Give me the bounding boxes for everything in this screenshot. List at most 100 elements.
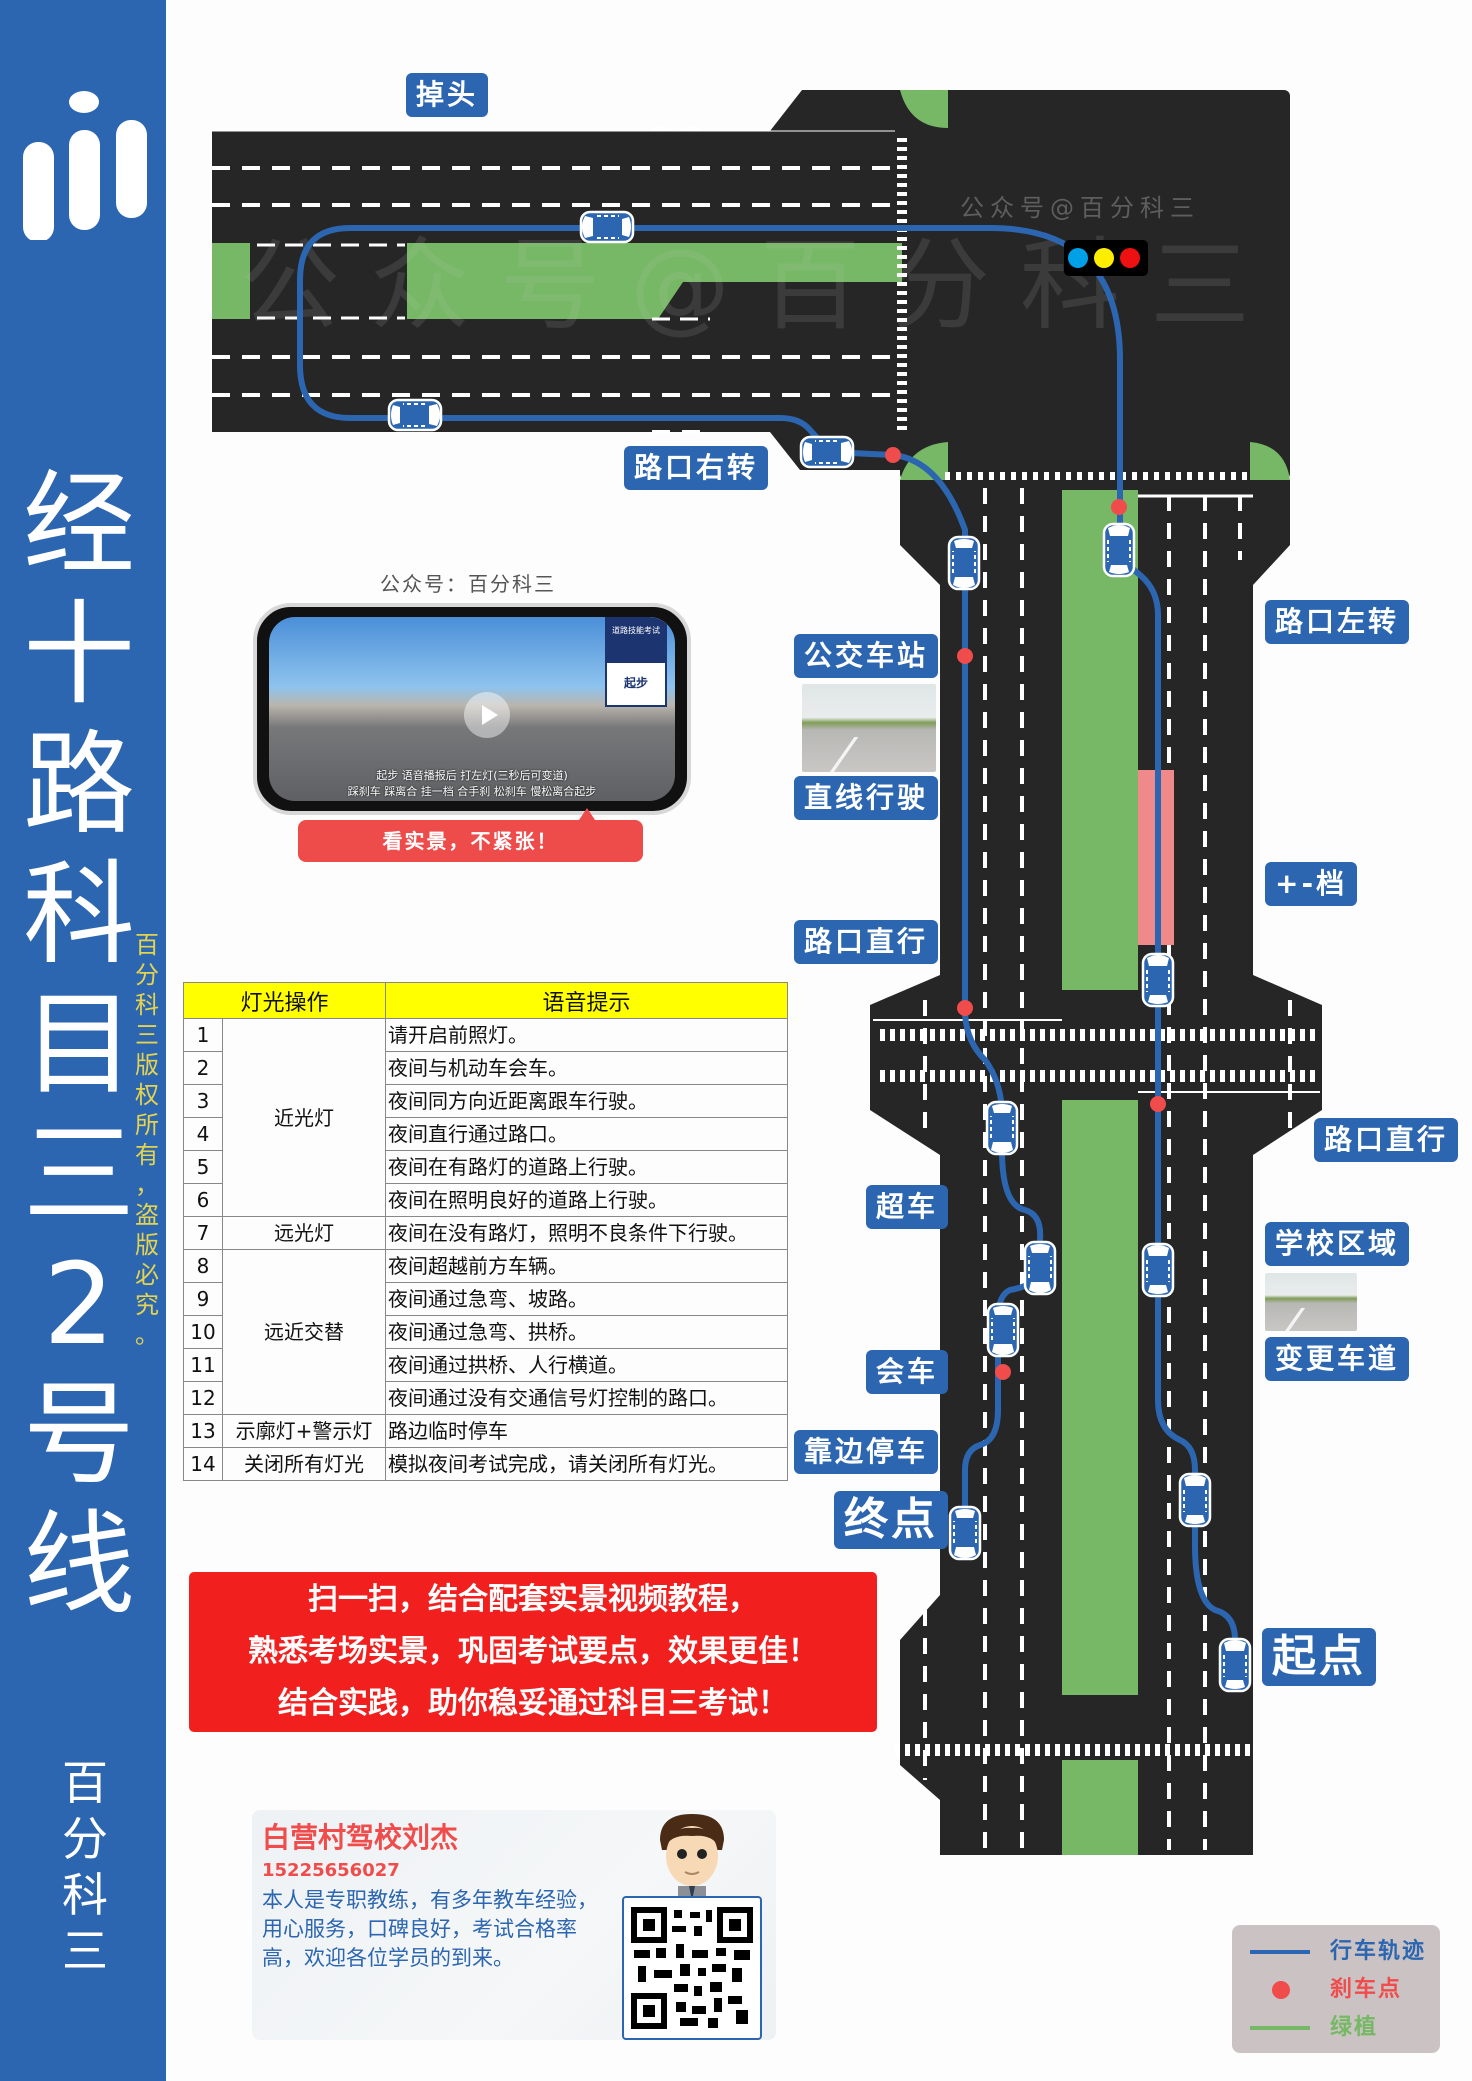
- label-gear-change: +-档: [1265, 862, 1358, 906]
- row-number: 8: [183, 1249, 223, 1283]
- table-row: 13 示廓灯+警示灯 路边临时停车: [183, 1414, 788, 1448]
- bus-stop-photo: [802, 684, 936, 772]
- title-char: 线: [23, 1500, 135, 1630]
- copyright-char: 三: [135, 1021, 159, 1049]
- row-number: 13: [183, 1414, 223, 1448]
- video-screen: 道路技能考试 起步 起步 语音播报后 打左灯(三秒后可变道) 踩刹车 踩离合 挂…: [269, 617, 675, 801]
- copyright-char: 百: [135, 931, 159, 959]
- coach-phone[interactable]: 15225656027: [262, 1860, 400, 1881]
- copyright-char: 版: [135, 1231, 159, 1259]
- copyright-char: 版: [135, 1051, 159, 1079]
- vertical-road: [870, 480, 1322, 1855]
- row-number: 1: [183, 1018, 223, 1052]
- watermark-small: 公众号@百分科三: [960, 194, 1200, 222]
- copyright-char: 。: [135, 1321, 159, 1349]
- sidebar: 经 十 路 科 目 三 2 号 线 百 分 科 三 版 权 所 有 ， 盗 版 …: [0, 0, 166, 2081]
- phone-caption: 公众号：百分科三: [380, 572, 556, 596]
- brand-char: 科: [62, 1868, 108, 1922]
- copyright-notice: 百 分 科 三 版 权 所 有 ， 盗 版 必 究 。: [132, 930, 162, 1350]
- table-row: 11 夜间通过拱桥、人行横道。: [183, 1348, 788, 1382]
- label-straight-intersection-left: 路口直行: [794, 920, 939, 964]
- video-subtitle-line2: 踩刹车 踩离合 挂一档 合手刹 松刹车 慢松离合起步: [347, 785, 597, 798]
- row-number: 9: [183, 1282, 223, 1316]
- row-number: 2: [183, 1051, 223, 1085]
- label-straight-intersection-right: 路口直行: [1314, 1118, 1459, 1162]
- copyright-char: 分: [135, 961, 159, 989]
- copyright-char: ，: [135, 1171, 159, 1199]
- light-operation-table: 灯光操作 语音提示 1 近光灯 请开启前照灯。 2 夜间与机动车会车。 3 夜间…: [183, 982, 788, 1481]
- coach-description: 本人是专职教练，有多年教车经验，用心服务，口碑良好，考试合格率高，欢迎各位学员的…: [262, 1888, 598, 1970]
- promo-line: 结合实践，助你稳妥通过科目三考试！: [278, 1686, 788, 1721]
- qr-code-icon[interactable]: [622, 1896, 762, 2040]
- title-char: 目: [23, 980, 135, 1110]
- row-voice: 夜间与机动车会车。: [385, 1051, 788, 1085]
- table-header-voice: 语音提示: [385, 982, 788, 1019]
- label-bus-stop: 公交车站: [794, 634, 939, 678]
- coach-avatar-icon: [660, 1814, 724, 1896]
- label-meet-car: 会车: [866, 1350, 949, 1394]
- row-number: 6: [183, 1183, 223, 1217]
- coach-name: 白营村驾校刘杰: [262, 1821, 459, 1854]
- copyright-char: 究: [135, 1291, 159, 1319]
- row-voice: 夜间通过急弯、拱桥。: [385, 1315, 788, 1349]
- row-number: 11: [183, 1348, 223, 1382]
- play-icon[interactable]: [464, 692, 510, 738]
- brake-points: [885, 447, 1166, 1380]
- row-voice: 请开启前照灯。: [385, 1018, 788, 1052]
- row-voice: 路边临时停车: [385, 1414, 788, 1448]
- table-row: 5 夜间在有路灯的道路上行驶。: [183, 1150, 788, 1184]
- exam-panel-title: 道路技能考试: [607, 619, 665, 663]
- legend-item-trajectory: 行车轨迹: [1250, 1937, 1440, 1967]
- title-char: 号: [23, 1370, 135, 1500]
- row-number: 14: [183, 1447, 223, 1481]
- row-voice: 夜间在有路灯的道路上行驶。: [385, 1150, 788, 1184]
- table-row: 14 关闭所有灯光 模拟夜间考试完成，请关闭所有灯光。: [183, 1447, 788, 1481]
- exam-panel-step: 起步: [623, 676, 648, 690]
- label-u-turn: 掉头: [406, 73, 489, 117]
- table-row: 2 夜间与机动车会车。: [183, 1051, 788, 1085]
- copyright-char: 盗: [135, 1201, 159, 1229]
- legend-item-brake-point: 刹车点: [1250, 1975, 1440, 2005]
- row-operation: 远光灯: [222, 1216, 386, 1250]
- label-end-point: 终点: [834, 1491, 948, 1549]
- title-char: 2: [43, 1240, 115, 1370]
- map-legend: 行车轨迹 刹车点 绿植: [1232, 1925, 1440, 2053]
- row-voice: 夜间在没有路灯，照明不良条件下行驶。: [385, 1216, 788, 1250]
- school-zone-photo: [1265, 1273, 1357, 1331]
- table-header-operation: 灯光操作: [183, 982, 386, 1019]
- row-number: 3: [183, 1084, 223, 1118]
- table-row: 1 近光灯 请开启前照灯。: [183, 1018, 788, 1217]
- label-left-turn: 路口左转: [1265, 600, 1410, 644]
- brand-char: 分: [62, 1812, 108, 1866]
- video-preview[interactable]: 道路技能考试 起步 起步 语音播报后 打左灯(三秒后可变道) 踩刹车 踩离合 挂…: [253, 603, 691, 815]
- brand-logo-icon: [23, 91, 147, 240]
- greenery-line-icon: [1250, 2026, 1310, 2030]
- table-row: 3 夜间同方向近距离跟车行驶。: [183, 1084, 788, 1118]
- brake-dot-icon: [1272, 1981, 1290, 1999]
- row-voice: 夜间在照明良好的道路上行驶。: [385, 1183, 788, 1217]
- title-char: 三: [23, 1110, 135, 1240]
- title-char: 路: [23, 720, 135, 850]
- row-voice: 夜间通过拱桥、人行横道。: [385, 1348, 788, 1382]
- phone-bubble: 看实景，不紧张！: [298, 808, 643, 862]
- promo-line: 熟悉考场实景，巩固考试要点，效果更佳！: [248, 1634, 818, 1669]
- copyright-char: 有: [135, 1141, 159, 1169]
- row-number: 5: [183, 1150, 223, 1184]
- title-char: 经: [23, 460, 135, 590]
- trajectory-line-icon: [1250, 1950, 1310, 1954]
- row-voice: 夜间通过没有交通信号灯控制的路口。: [385, 1381, 788, 1415]
- row-operation: 远近交替: [222, 1249, 386, 1415]
- label-pull-over: 靠边停车: [794, 1430, 939, 1474]
- row-voice: 模拟夜间考试完成，请关闭所有灯光。: [385, 1447, 788, 1481]
- title-char: 十: [23, 590, 135, 720]
- copyright-char: 科: [135, 991, 159, 1019]
- copyright-char: 所: [135, 1111, 159, 1139]
- video-subtitle-line1: 起步 语音播报后 打左灯(三秒后可变道): [376, 769, 568, 782]
- brand-name: 百 分 科 三: [55, 1755, 115, 1979]
- copyright-char: 必: [135, 1261, 159, 1289]
- row-voice: 夜间超越前方车辆。: [385, 1249, 788, 1283]
- label-change-lane: 变更车道: [1265, 1337, 1410, 1381]
- brand-char: 三: [62, 1924, 108, 1978]
- row-number: 10: [183, 1315, 223, 1349]
